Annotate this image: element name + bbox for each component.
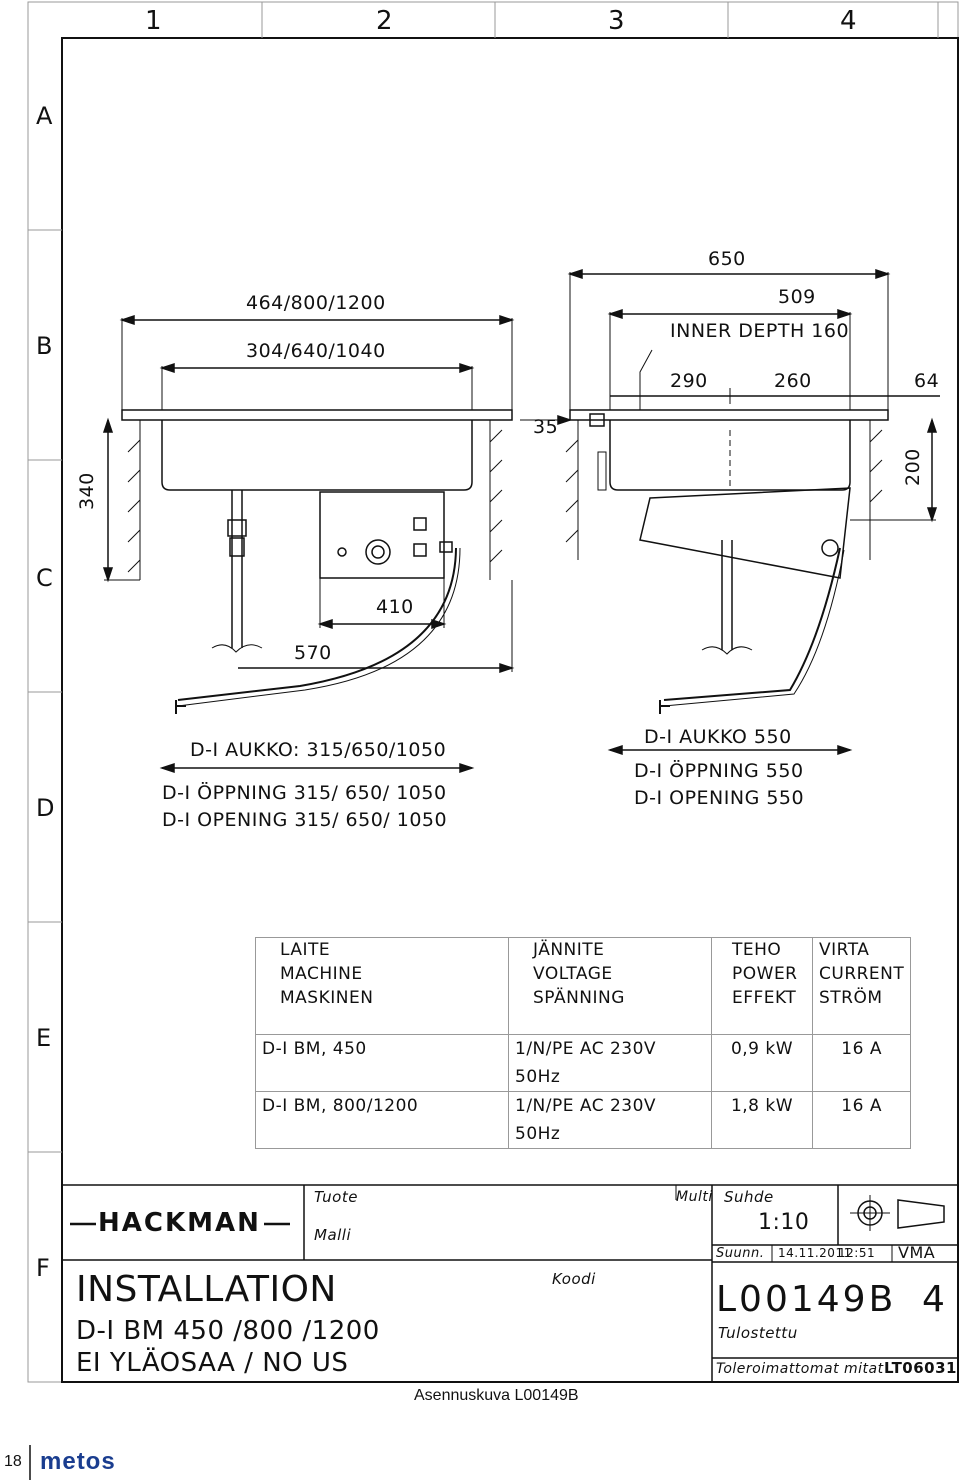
header-current-sv: STRÖM — [819, 988, 883, 1008]
opening-fi-left: D-I AUKKO: 315/650/1050 — [190, 739, 447, 761]
dim-509: 509 — [778, 286, 816, 308]
opening-en-left: D-I OPENING 315/ 650/ 1050 — [162, 809, 448, 831]
drawing-subtitle-2: EI YLÄOSAA / NO US — [76, 1348, 349, 1378]
suhde-label: Suhde — [724, 1188, 774, 1206]
header-voltage-en: VOLTAGE — [533, 964, 613, 984]
drawing-number: L00149B — [716, 1279, 897, 1320]
dim-260: 260 — [774, 370, 812, 392]
row-label-b: B — [36, 332, 53, 360]
tolerance-code: LT06031 — [884, 1359, 957, 1377]
opening-fi-right: D-I AUKKO 550 — [644, 726, 792, 748]
right-view — [520, 268, 940, 756]
title-block — [61, 1184, 959, 1383]
spec-header-row: LAITE MACHINE MASKINEN JÄNNITE VOLTAGE S… — [255, 937, 912, 1035]
row-label-f: F — [36, 1254, 51, 1282]
header-machine-sv: MASKINEN — [280, 988, 374, 1008]
time-value: 12:51 — [838, 1246, 876, 1260]
koodi-label: Koodi — [552, 1270, 596, 1288]
cell-voltage: 1/N/PE AC 230V 50Hz — [508, 1091, 712, 1149]
header-current-en: CURRENT — [819, 964, 905, 984]
outer-frame — [27, 1, 959, 1383]
header-voltage-fi: JÄNNITE — [533, 940, 605, 960]
drawing-subtitle-1: D-I BM 450 /800 /1200 — [76, 1316, 380, 1346]
scale-value: 1:10 — [758, 1210, 810, 1235]
header-machine-en: MACHINE — [280, 964, 363, 984]
caption: Asennuskuva L00149B — [414, 1387, 579, 1404]
cell-machine: D-I BM, 800/1200 — [255, 1091, 509, 1149]
designer-value: VMA — [898, 1243, 936, 1262]
dim-drain-offset: 570 — [294, 642, 332, 664]
col-label-3: 3 — [608, 6, 626, 36]
revision-value: 4 — [922, 1279, 946, 1320]
cell-power: 1,8 kW — [711, 1091, 813, 1149]
table-row: D-I BM, 450 1/N/PE AC 230V 50Hz 0,9 kW 1… — [255, 1034, 912, 1092]
dim-height: 340 — [76, 472, 98, 510]
multi-label: Multi — [676, 1189, 713, 1205]
cell-power: 0,9 kW — [711, 1034, 813, 1092]
header-voltage: JÄNNITE VOLTAGE SPÄNNING — [508, 937, 712, 1035]
drawing-title: INSTALLATION — [76, 1269, 337, 1310]
dim-total-depth: 650 — [708, 248, 746, 270]
dim-290: 290 — [670, 370, 708, 392]
dim-64: 64 — [914, 370, 940, 392]
left-view — [102, 314, 515, 774]
dim-inner-width: 304/640/1040 — [246, 340, 386, 362]
dim-200: 200 — [902, 448, 924, 486]
spec-table: LAITE MACHINE MASKINEN JÄNNITE VOLTAGE S… — [255, 937, 912, 1149]
header-machine-fi: LAITE — [280, 940, 331, 960]
dim-box-width: 410 — [376, 596, 414, 618]
table-row: D-I BM, 800/1200 1/N/PE AC 230V 50Hz 1,8… — [255, 1091, 912, 1149]
header-current-fi: VIRTA — [819, 940, 870, 960]
cell-current: 16 A — [811, 1034, 912, 1092]
opening-en-right: D-I OPENING 550 — [634, 787, 805, 809]
suunn-label: Suunn. — [716, 1246, 765, 1261]
tulostettu-label: Tulostettu — [718, 1324, 798, 1342]
col-label-1: 1 — [145, 6, 163, 36]
cell-voltage: 1/N/PE AC 230V 50Hz — [508, 1034, 712, 1092]
date-value: 14.11.2011 — [778, 1246, 852, 1260]
header-power-en: POWER — [732, 964, 798, 984]
row-label-d: D — [36, 794, 55, 822]
page-number: 18 — [4, 1453, 22, 1470]
metos-logo: metos — [40, 1448, 116, 1475]
header-machine: LAITE MACHINE MASKINEN — [255, 937, 509, 1035]
row-label-a: A — [36, 102, 53, 130]
cell-machine: D-I BM, 450 — [255, 1034, 509, 1092]
opening-sv-right: D-I ÖPPNING 550 — [634, 760, 804, 782]
row-label-e: E — [36, 1024, 52, 1052]
header-power: TEHO POWER EFFEKT — [711, 937, 813, 1035]
tuote-label: Tuote — [314, 1188, 358, 1206]
col-label-2: 2 — [376, 6, 394, 36]
inner-frame — [61, 37, 959, 1383]
col-label-4: 4 — [840, 6, 858, 36]
malli-label: Malli — [314, 1226, 352, 1244]
cell-current: 16 A — [811, 1091, 912, 1149]
header-power-sv: EFFEKT — [732, 988, 797, 1008]
tolerance-label: Toleroimattomat mitat — [716, 1361, 884, 1377]
opening-sv-left: D-I ÖPPNING 315/ 650/ 1050 — [162, 782, 447, 804]
inner-depth-label: INNER DEPTH 160 — [670, 320, 850, 342]
hackman-logo: HACKMAN — [98, 1208, 261, 1238]
header-power-fi: TEHO — [732, 940, 782, 960]
dim-outer-width: 464/800/1200 — [246, 292, 386, 314]
dim-35: 35 — [533, 416, 559, 438]
header-voltage-sv: SPÄNNING — [533, 988, 625, 1008]
header-current: VIRTA CURRENT STRÖM — [811, 937, 912, 1035]
row-label-c: C — [36, 564, 54, 592]
